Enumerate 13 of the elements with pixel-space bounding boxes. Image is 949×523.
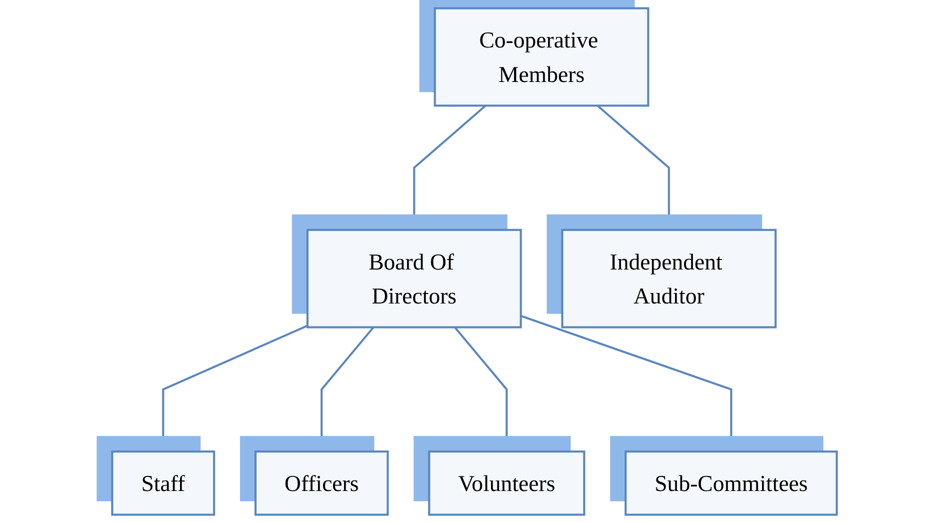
connector [520,314,732,452]
node-box: Co-operative Members [434,7,650,107]
connector [454,326,508,452]
connector [162,324,308,452]
connector [413,104,486,230]
connector [596,104,670,230]
node-box: Volunteers [428,450,586,516]
node-box: Officers [254,450,389,516]
node-box: Sub-Committees [624,450,838,516]
node-box: Staff [111,450,216,516]
connector [320,326,374,452]
node-box: Board Of Directors [306,228,522,328]
node-box: Independent Auditor [561,228,777,328]
